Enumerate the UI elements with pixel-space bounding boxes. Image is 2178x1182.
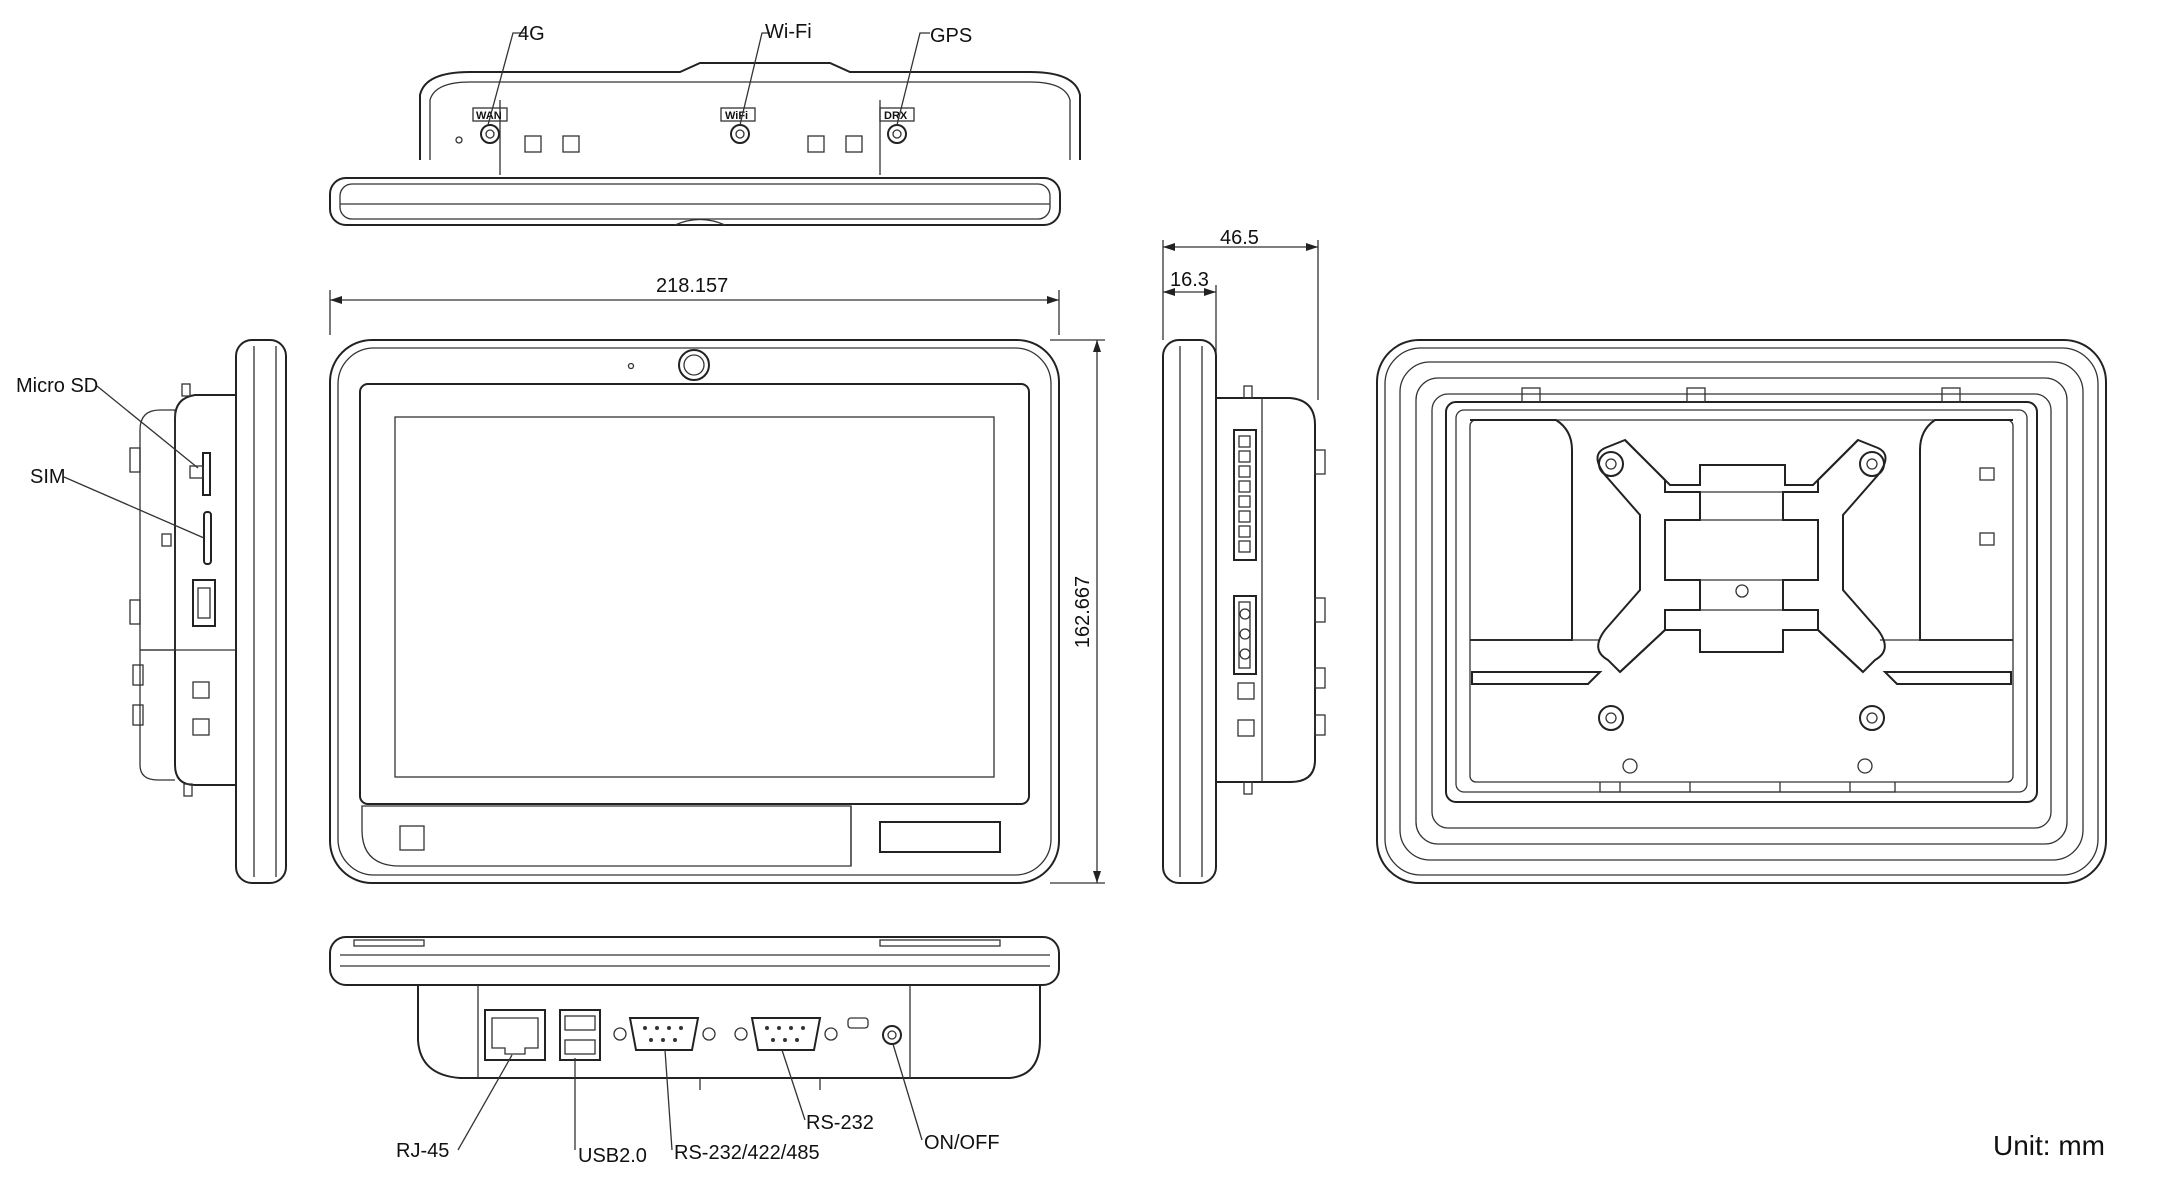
label-wifi: Wi-Fi bbox=[765, 21, 812, 43]
label-rj45: RJ-45 bbox=[396, 1140, 449, 1162]
wan-port-label: WAN bbox=[476, 110, 502, 122]
drx-port-label: DRX bbox=[884, 110, 908, 122]
top-view: WAN WiFi DRX 4G Wi-Fi GPS bbox=[329, 21, 1081, 226]
label-rs232: RS-232 bbox=[806, 1112, 874, 1134]
label-usb: USB2.0 bbox=[578, 1145, 647, 1167]
dimension-width: 218.157 bbox=[656, 275, 728, 297]
left-side-view: Micro SD SIM bbox=[16, 339, 287, 884]
label-gps: GPS bbox=[930, 25, 972, 47]
label-onoff: ON/OFF bbox=[924, 1132, 1000, 1154]
label-4g: 4G bbox=[518, 23, 545, 45]
dimension-depth-bezel: 16.3 bbox=[1170, 269, 1209, 291]
label-sim: SIM bbox=[30, 466, 66, 488]
rear-view bbox=[1376, 339, 2107, 884]
dimension-depth-total: 46.5 bbox=[1220, 227, 1259, 249]
front-view: 218.157 162.667 bbox=[329, 275, 1105, 884]
dimension-height: 162.667 bbox=[1072, 576, 1094, 648]
unit-label: Unit: mm bbox=[1993, 1130, 2105, 1161]
label-micro-sd: Micro SD bbox=[16, 375, 98, 397]
right-side-view: 46.5 16.3 bbox=[1162, 227, 1326, 884]
label-rs232-422-485: RS-232/422/485 bbox=[674, 1142, 820, 1164]
wifi-port-label: WiFi bbox=[725, 110, 748, 122]
bottom-view: RJ-45 USB2.0 RS-232/422/485 RS-232 ON/OF… bbox=[329, 936, 1060, 1167]
